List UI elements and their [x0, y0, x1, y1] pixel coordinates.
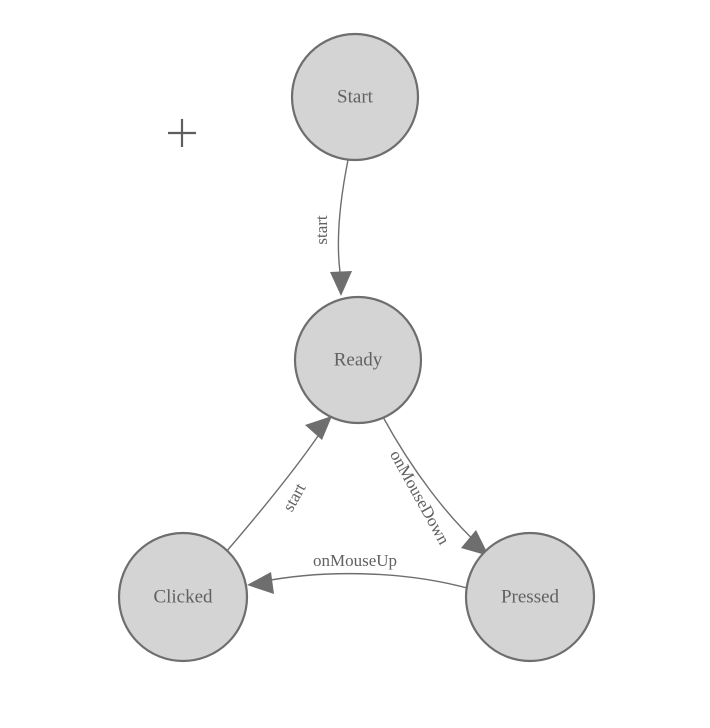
- crosshair-icon: [168, 119, 196, 147]
- edge-ready-to-pressed-arrowhead: [461, 530, 489, 556]
- edge-clicked-to-ready-arrowhead: [305, 416, 332, 440]
- node-pressed-label: Pressed: [501, 586, 560, 607]
- node-clicked-label: Clicked: [153, 586, 213, 607]
- edge-pressed-to-clicked-arrowhead: [247, 572, 274, 594]
- edge-label-clicked-to-ready: start: [279, 480, 310, 515]
- edge-label-start-to-ready: start: [312, 215, 331, 245]
- node-pressed-circle[interactable]: [464, 531, 596, 663]
- edge-clicked-to-ready-path: [225, 435, 319, 553]
- edge-label-ready-to-pressed: onMouseDown: [386, 447, 454, 548]
- edge-start-to-ready-arrowhead: [330, 271, 352, 296]
- edge-pressed-to-clicked[interactable]: onMouseUp: [247, 551, 468, 594]
- edge-start-to-ready[interactable]: start: [312, 159, 352, 296]
- node-start[interactable]: Start: [290, 32, 420, 162]
- edge-ready-to-pressed[interactable]: onMouseDown: [382, 416, 489, 556]
- edge-ready-to-pressed-path: [382, 416, 481, 547]
- edge-label-pressed-to-clicked: onMouseUp: [313, 551, 397, 570]
- edge-clicked-to-ready[interactable]: start: [225, 416, 332, 553]
- node-clicked-circle[interactable]: [117, 531, 249, 663]
- node-start-circle[interactable]: [290, 32, 420, 162]
- node-clicked[interactable]: Clicked: [117, 531, 249, 663]
- node-ready-label: Ready: [334, 349, 383, 370]
- node-start-label: Start: [337, 86, 374, 107]
- node-ready-circle[interactable]: [293, 295, 423, 425]
- edge-start-to-ready-path: [337, 159, 349, 273]
- node-pressed[interactable]: Pressed: [464, 531, 596, 663]
- node-ready[interactable]: Ready: [293, 295, 423, 425]
- edge-pressed-to-clicked-path: [259, 572, 468, 589]
